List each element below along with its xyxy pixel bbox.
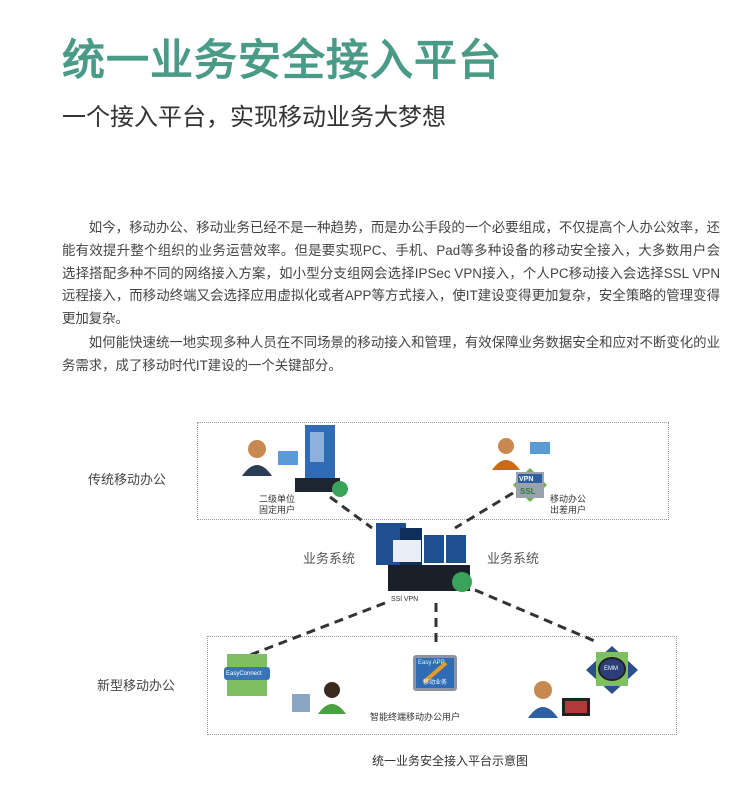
ssl-badge-text: SSL — [520, 487, 536, 496]
business-system-label-left: 业务系统 — [303, 551, 356, 566]
gateway-label: SSl VPN — [391, 596, 419, 603]
branch-gateway-icon — [295, 478, 348, 497]
link-emm — [474, 588, 598, 644]
business-system-label-right: 业务系统 — [487, 551, 540, 566]
easyconnect-icon — [224, 654, 270, 696]
vpn-badge-text: VPN — [519, 476, 534, 483]
mobile-user-label-line2: 出差用户 — [550, 505, 587, 515]
easy-app-label: Easy APP — [418, 660, 445, 666]
branch-user-label: 二级单位 固定用户 — [259, 494, 295, 516]
business-server-icon — [376, 523, 466, 566]
ssl-vpn-badge-icon — [513, 468, 547, 502]
building-icon — [278, 425, 335, 480]
tablet-user-icon — [292, 682, 346, 714]
mobile-user-label-line1: 移动办公 — [550, 494, 587, 504]
ssl-vpn-gateway-icon — [388, 565, 472, 592]
laptop-user-icon — [528, 681, 590, 718]
diagram-caption: 统一业务安全接入平台示意图 — [372, 754, 529, 768]
body-paragraph: 如何能快速统一地实现多种人员在不同场景的移动接入和管理，有效保障业务数据安全和应… — [62, 335, 720, 373]
branch-user-label-line2: 固定用户 — [259, 505, 296, 515]
easy-app-sub-label: 移动业务 — [423, 680, 448, 686]
emm-label: EMM — [604, 666, 618, 672]
mobile-user-label: 移动办公 出差用户 — [550, 494, 586, 516]
mobile-user-icon — [492, 438, 550, 470]
new-office-zone — [207, 636, 677, 735]
easyconnect-label: EasyConnect — [226, 671, 262, 677]
traditional-office-zone — [197, 422, 669, 520]
emm-icon — [586, 646, 638, 694]
page-title: 统一业务安全接入平台 — [62, 37, 502, 85]
smart-terminal-users-label: 智能终端移动办公用户 — [370, 712, 461, 722]
traditional-office-label: 传统移动办公 — [88, 472, 167, 487]
branch-user-label-line1: 二级单位 — [259, 494, 296, 504]
link-branch — [329, 495, 373, 530]
branch-user-icon — [242, 440, 272, 476]
body-paragraph: 如今，移动办公、移动业务已经不是一种趋势，而是办公手段的一个必要组成，不仅提高个… — [62, 220, 720, 327]
page-subtitle: 一个接入平台，实现移动业务大梦想 — [62, 104, 446, 131]
link-mobile — [454, 491, 514, 530]
link-easyconnect — [249, 601, 386, 657]
easy-app-icon — [413, 655, 457, 691]
new-office-label: 新型移动办公 — [97, 678, 176, 693]
